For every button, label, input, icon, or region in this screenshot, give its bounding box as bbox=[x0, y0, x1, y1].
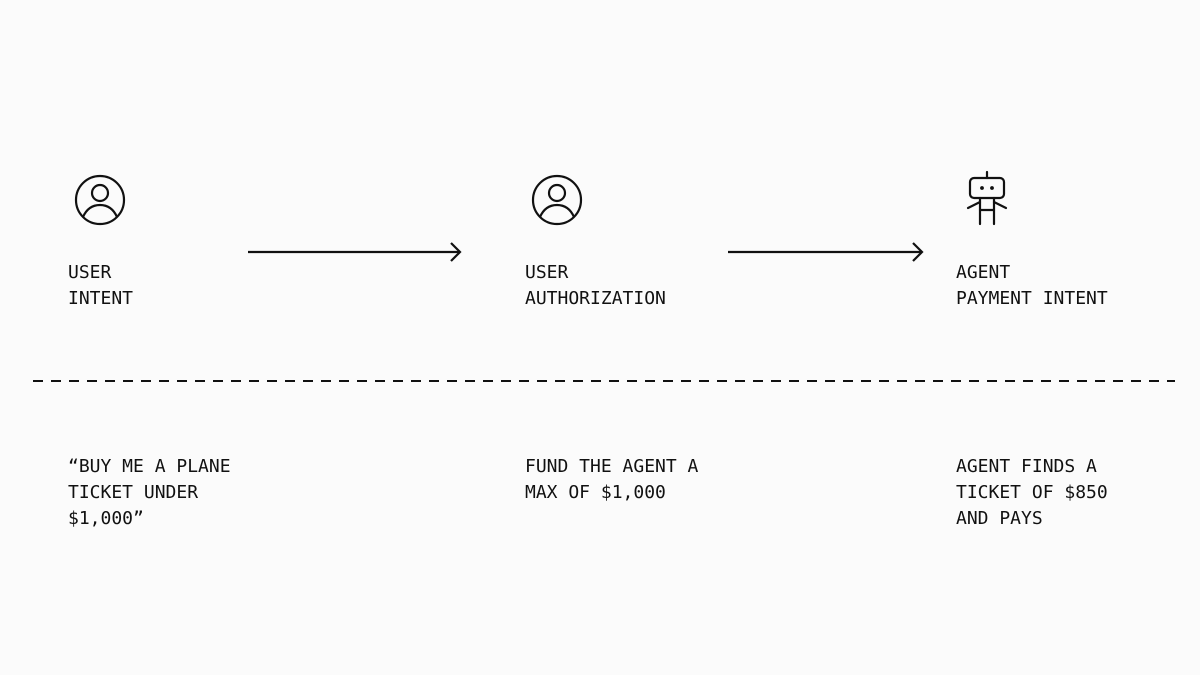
description-line: TICKET UNDER bbox=[68, 482, 199, 503]
step-description-agent-payment-intent: AGENT FINDS A TICKET OF $850 AND PAYS bbox=[956, 454, 1108, 532]
step-label-user-intent: USER INTENT bbox=[68, 260, 133, 312]
description-line: AGENT FINDS A bbox=[956, 456, 1097, 477]
user-circle-icon bbox=[73, 173, 127, 227]
description-line: TICKET OF $850 bbox=[956, 482, 1108, 503]
description-line: $1,000” bbox=[68, 508, 144, 529]
step-label-user-authorization: USER AUTHORIZATION bbox=[525, 260, 666, 312]
dashed-divider bbox=[33, 380, 1175, 382]
step-label-line: USER bbox=[68, 262, 112, 283]
step-label-line: AGENT bbox=[956, 262, 1011, 283]
step-description-user-authorization: FUND THE AGENT A MAX OF $1,000 bbox=[525, 454, 698, 506]
step-label-line: AUTHORIZATION bbox=[525, 288, 666, 309]
arrow-right-icon bbox=[248, 240, 464, 264]
user-circle-icon bbox=[530, 173, 584, 227]
arrow-right-icon bbox=[728, 240, 926, 264]
step-label-line: USER bbox=[525, 262, 569, 283]
description-line: FUND THE AGENT A bbox=[525, 456, 699, 477]
description-line: AND PAYS bbox=[956, 508, 1043, 529]
step-label-line: INTENT bbox=[68, 288, 134, 309]
description-line: “BUY ME A PLANE bbox=[68, 456, 231, 477]
step-label-agent-payment-intent: AGENT PAYMENT INTENT bbox=[956, 260, 1108, 312]
step-label-line: PAYMENT INTENT bbox=[956, 288, 1108, 309]
robot-icon bbox=[960, 170, 1014, 228]
step-description-user-intent: “BUY ME A PLANE TICKET UNDER $1,000” bbox=[68, 454, 231, 532]
description-line: MAX OF $1,000 bbox=[525, 482, 666, 503]
